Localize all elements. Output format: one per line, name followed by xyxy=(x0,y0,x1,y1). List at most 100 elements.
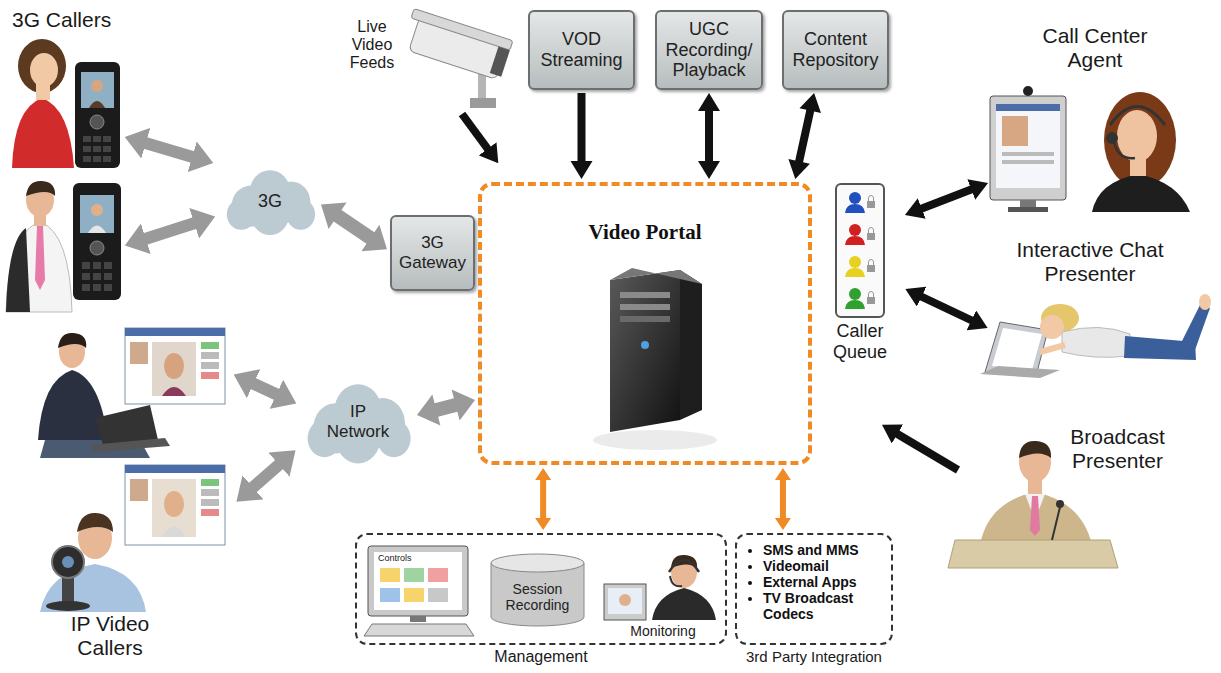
figure-caption: Monitoring xyxy=(618,624,708,640)
phone-icon xyxy=(80,195,114,233)
broadcast-presenter-figure xyxy=(948,540,1118,568)
caller-queue-icons xyxy=(867,201,875,208)
caller-queue-icons xyxy=(835,183,885,318)
phone-icon xyxy=(104,284,112,291)
video-call-window xyxy=(201,342,219,349)
broadcast-presenter-figure xyxy=(1030,496,1040,536)
caller-figure xyxy=(6,181,72,312)
figure-caption: Broadcast Presenter xyxy=(1055,425,1180,472)
bullet-item: External Apps xyxy=(763,574,885,590)
network-cloud: IP Network xyxy=(302,378,414,466)
controls-monitor xyxy=(380,588,400,602)
webcam-icon xyxy=(62,556,74,568)
node-label: 3G Gateway xyxy=(397,233,469,272)
agent-figure xyxy=(1106,132,1118,144)
connector-arrow xyxy=(417,389,475,425)
queue-frame xyxy=(835,183,885,318)
text-group: Video Portal xyxy=(482,220,808,244)
caller-figure xyxy=(26,181,55,196)
text-group: VOD Streaming xyxy=(536,29,628,70)
black-arrow xyxy=(894,432,958,470)
controls-monitor xyxy=(404,588,424,602)
caller-queue-icons xyxy=(867,265,875,272)
chat-presenter-figure xyxy=(1040,315,1064,339)
camera-icon xyxy=(411,8,513,50)
agent-figure xyxy=(1092,174,1190,212)
chat-presenter-figure xyxy=(980,294,1211,378)
video-call-window xyxy=(201,362,219,369)
phone-icon xyxy=(73,183,121,300)
caller-figure xyxy=(6,222,72,312)
phone-icon xyxy=(75,62,120,168)
broadcast-presenter-figure xyxy=(1019,441,1051,458)
camera-icon xyxy=(401,8,513,80)
black-arrow xyxy=(918,188,975,210)
controls-monitor xyxy=(374,552,462,610)
monitoring-station xyxy=(669,560,699,572)
connector-arrow xyxy=(775,468,791,530)
connector-arrow xyxy=(535,468,551,530)
node-label: VOD Streaming xyxy=(536,29,628,70)
camera-icon xyxy=(490,46,510,76)
grey-double-arrow xyxy=(250,462,282,490)
video-call-window xyxy=(201,489,219,496)
agent-monitor xyxy=(996,104,1060,188)
caller-queue-icons xyxy=(849,224,861,236)
bullet-list: SMS and MMSVideomailExternal AppsTV Broa… xyxy=(737,535,891,622)
text-group: UGC Recording/ Playback xyxy=(663,19,755,81)
agent-monitor xyxy=(996,104,1060,111)
grey-double-arrow xyxy=(142,222,198,240)
text-group: IP Network xyxy=(322,402,394,441)
video-call-window xyxy=(125,465,225,545)
controls-monitor xyxy=(428,568,448,582)
text-group: 3rd Party Integration xyxy=(735,648,893,665)
video-call-window xyxy=(125,328,225,336)
caller-queue-icons xyxy=(845,236,865,245)
black-arrow xyxy=(462,114,975,470)
chat-presenter-figure xyxy=(1180,305,1210,350)
phone-icon xyxy=(88,226,106,234)
caller-figure xyxy=(30,53,58,87)
text-group: 3G Gateway xyxy=(397,233,469,272)
video-call-window xyxy=(162,527,186,538)
video-call-window xyxy=(125,465,225,545)
bullet-item: SMS and MMS xyxy=(763,542,885,558)
caller-figure xyxy=(38,370,108,440)
agent-monitor xyxy=(1002,160,1054,164)
agent-monitor xyxy=(990,96,1066,200)
phone-icon xyxy=(93,136,101,142)
phone-icon xyxy=(91,80,103,92)
integration-group: SMS and MMSVideomailExternal AppsTV Broa… xyxy=(735,533,893,669)
text-group: Management xyxy=(355,648,727,666)
figure-caption: IP Video Callers xyxy=(55,612,165,659)
agent-figure xyxy=(1117,110,1157,162)
cloud-shape xyxy=(227,199,256,230)
phone-icon xyxy=(104,262,112,269)
video-call-window xyxy=(201,509,219,516)
node-label: 3G xyxy=(258,191,282,212)
caller-queue-icons xyxy=(869,260,874,266)
gateway-box: 3G Gateway xyxy=(390,215,475,291)
agent-monitor xyxy=(1023,86,1033,96)
black-arrow xyxy=(918,295,975,322)
server-icon xyxy=(593,430,717,450)
server-icon xyxy=(680,270,702,420)
agent-figure xyxy=(1092,92,1190,212)
broadcast-presenter-figure xyxy=(1052,507,1060,540)
caller-queue-icons xyxy=(849,288,861,300)
figure-caption: 3G Callers xyxy=(12,8,162,32)
phone-icon xyxy=(93,273,101,280)
caller-queue-icons xyxy=(845,268,865,277)
agent-monitor xyxy=(1002,116,1028,146)
phone-icon xyxy=(91,204,103,216)
caller-figure xyxy=(35,226,45,290)
connector-arrow xyxy=(321,203,387,252)
phone-icon xyxy=(93,284,101,291)
node-label: IP Network xyxy=(322,402,394,441)
video-portal: Video Portal xyxy=(478,182,812,465)
session-recording-store: Session Recording xyxy=(490,553,585,627)
screen-label: Controls xyxy=(378,553,438,563)
portal-title: Video Portal xyxy=(589,220,702,244)
video-call-window xyxy=(162,387,186,396)
